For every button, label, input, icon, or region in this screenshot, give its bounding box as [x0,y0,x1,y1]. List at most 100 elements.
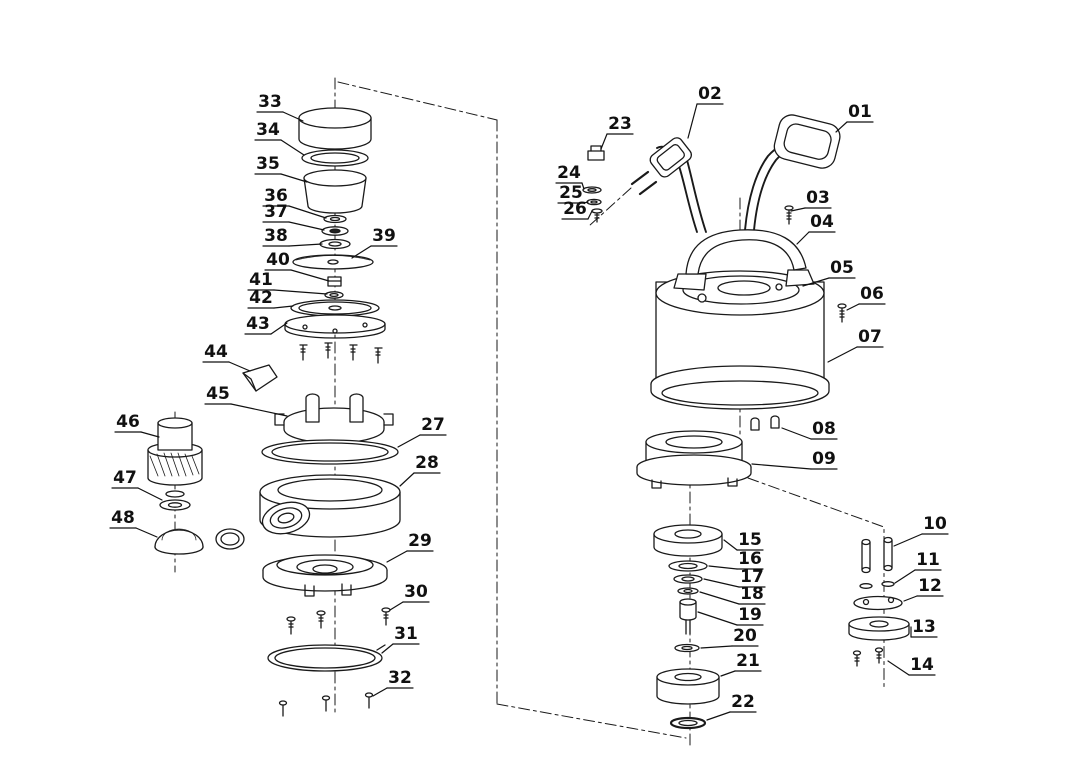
svg-text:19: 19 [738,605,762,625]
part-08-brushes [750,415,780,431]
part-label-26: 26 [561,199,593,220]
part-15-rotor [653,524,723,557]
seal-coil [261,501,311,535]
part-37-seal-ring [321,226,349,236]
part-label-32: 32 [372,668,414,697]
svg-text:16: 16 [738,549,762,569]
part-label-16: 16 [708,549,764,570]
svg-text:30: 30 [404,582,428,602]
svg-text:15: 15 [738,530,762,550]
svg-text:05: 05 [830,258,854,278]
svg-text:08: 08 [812,419,836,439]
svg-text:33: 33 [258,92,282,112]
svg-text:43: 43 [246,314,270,334]
part-label-01: 01 [835,102,874,133]
part-33-cap [298,107,372,150]
part-44-clip [242,364,278,392]
part-label-21: 21 [720,651,762,677]
part-21-coupling [656,668,720,705]
part-27-gasket-ring [261,439,399,465]
svg-text:48: 48 [111,508,135,528]
svg-text:29: 29 [408,531,432,551]
svg-text:42: 42 [249,288,273,308]
right-assembly [582,114,847,489]
part-label-35: 35 [254,154,308,183]
svg-text:39: 39 [372,226,396,246]
part-label-42: 42 [247,288,294,309]
part-17-washer [673,574,703,584]
svg-text:02: 02 [698,84,722,104]
svg-text:32: 32 [388,668,412,688]
part-label-09: 09 [751,449,838,470]
part-25-washer [586,198,602,206]
part-label-25: 25 [557,183,589,204]
part-20-washer [674,643,700,653]
svg-text:40: 40 [266,250,290,270]
svg-text:37: 37 [264,202,288,222]
part-47-washer [159,490,191,511]
svg-text:44: 44 [204,342,228,362]
part-22-seal-ring [669,716,707,730]
svg-text:17: 17 [740,567,764,587]
part-24-washer [582,186,602,194]
part-label-27: 27 [397,415,447,448]
part-28-housing-ring [259,474,401,538]
part-label-47: 47 [111,468,163,501]
svg-text:01: 01 [848,102,872,122]
svg-text:11: 11 [916,550,940,570]
part-10-pins [861,536,893,574]
part-34-ring [301,149,369,167]
part-label-15: 15 [723,530,764,551]
part-11-washers [859,581,895,589]
part-46-fitting [147,417,203,486]
part-48-cap [154,528,245,555]
svg-text:47: 47 [113,468,137,488]
svg-text:07: 07 [858,327,882,347]
svg-text:04: 04 [810,212,834,232]
bracket-assembly [848,536,910,667]
part-labels-layer: 0102030405060708091011121314151617181920… [109,84,949,721]
part-label-14: 14 [887,655,936,676]
part-16-washer [668,560,708,572]
small-plug [630,137,692,196]
left-main-stack [242,107,401,717]
part-label-11: 11 [894,550,942,584]
part-32-screws [278,692,374,717]
impeller-stack [653,524,723,730]
part-29-impeller-base [262,554,388,597]
left-sub-assembly [147,417,245,555]
part-label-44: 44 [202,342,251,372]
svg-text:31: 31 [394,624,418,644]
part-label-31: 31 [381,624,420,654]
svg-text:24: 24 [557,163,581,183]
svg-text:45: 45 [206,384,230,404]
part-13-bracket [848,616,910,641]
part-19-shaft-sleeve [679,598,697,635]
svg-text:26: 26 [563,199,587,219]
construction-lines [174,77,885,749]
part-label-04: 04 [796,212,836,245]
part-label-23: 23 [600,114,634,150]
svg-text:46: 46 [116,412,140,432]
svg-text:38: 38 [264,226,288,246]
svg-text:22: 22 [731,692,755,712]
part-30-screws [286,607,391,635]
part-label-08: 08 [781,419,838,440]
part-label-30: 30 [389,582,430,611]
part-38-washer [319,238,351,250]
part-06-screw [837,303,847,323]
part-14-screws [852,647,884,667]
part-label-10: 10 [893,514,949,547]
svg-text:03: 03 [806,188,830,208]
svg-text:36: 36 [264,186,288,206]
part-label-40: 40 [264,250,330,282]
part-label-45: 45 [204,384,288,417]
part-label-12: 12 [903,576,944,602]
part-label-24: 24 [555,163,585,190]
part-26-screw [591,208,603,223]
svg-text:41: 41 [249,270,273,290]
part-45-mount [274,393,394,444]
svg-text:20: 20 [733,626,757,646]
